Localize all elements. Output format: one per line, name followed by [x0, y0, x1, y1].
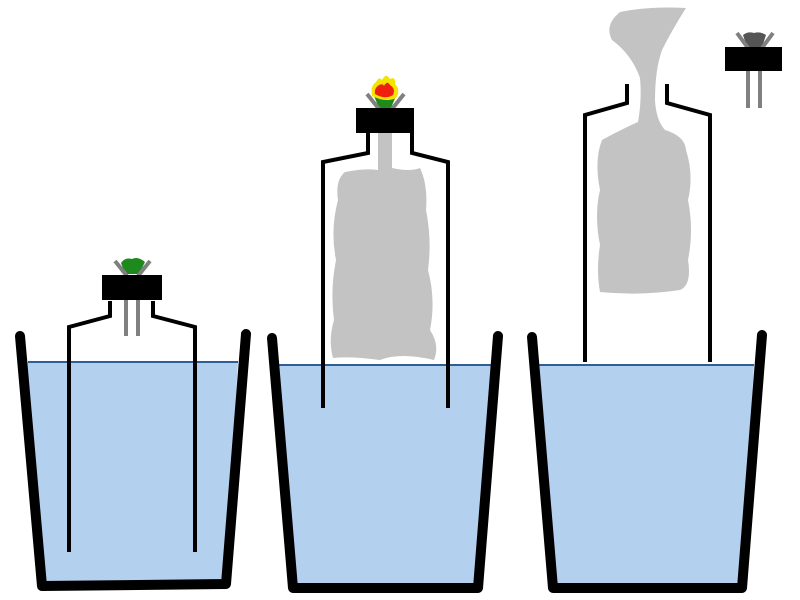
- water-2: [276, 365, 492, 586]
- beaker-2: [267, 331, 503, 593]
- water-1: [24, 362, 238, 584]
- bottle-1: [67, 301, 112, 552]
- tube-1b: [136, 298, 140, 336]
- stage-1: [15, 258, 251, 591]
- smoke-2: [330, 132, 437, 360]
- water-3: [536, 365, 754, 586]
- tube-3a: [746, 70, 750, 108]
- bottle-3-right: [665, 84, 712, 362]
- bottle-3: [583, 84, 629, 362]
- cup-1-right: [136, 259, 152, 278]
- smoke-3: [597, 7, 691, 294]
- stopper-1: [102, 275, 162, 300]
- ash-residue: [743, 32, 766, 47]
- cup-1-left: [113, 259, 129, 278]
- flame-inner: [374, 82, 394, 98]
- bottle-2: [321, 132, 370, 408]
- cup-3-right: [760, 31, 775, 50]
- green-powder-1: [121, 258, 145, 274]
- tube-1a: [124, 298, 128, 336]
- cup-2-left: [365, 92, 381, 111]
- stopper-3: [725, 47, 782, 71]
- beaker-1: [15, 329, 251, 591]
- tube-3b: [758, 70, 762, 108]
- bottle-1-right: [151, 301, 197, 552]
- stopper-2: [356, 108, 414, 133]
- stage-2: [267, 75, 503, 593]
- removed-stopper: [725, 31, 782, 108]
- cup-2-right: [390, 92, 406, 111]
- cup-3-left: [735, 31, 750, 50]
- stage-3: [527, 7, 782, 593]
- bottle-2-right: [410, 132, 450, 408]
- beaker-3: [527, 330, 767, 593]
